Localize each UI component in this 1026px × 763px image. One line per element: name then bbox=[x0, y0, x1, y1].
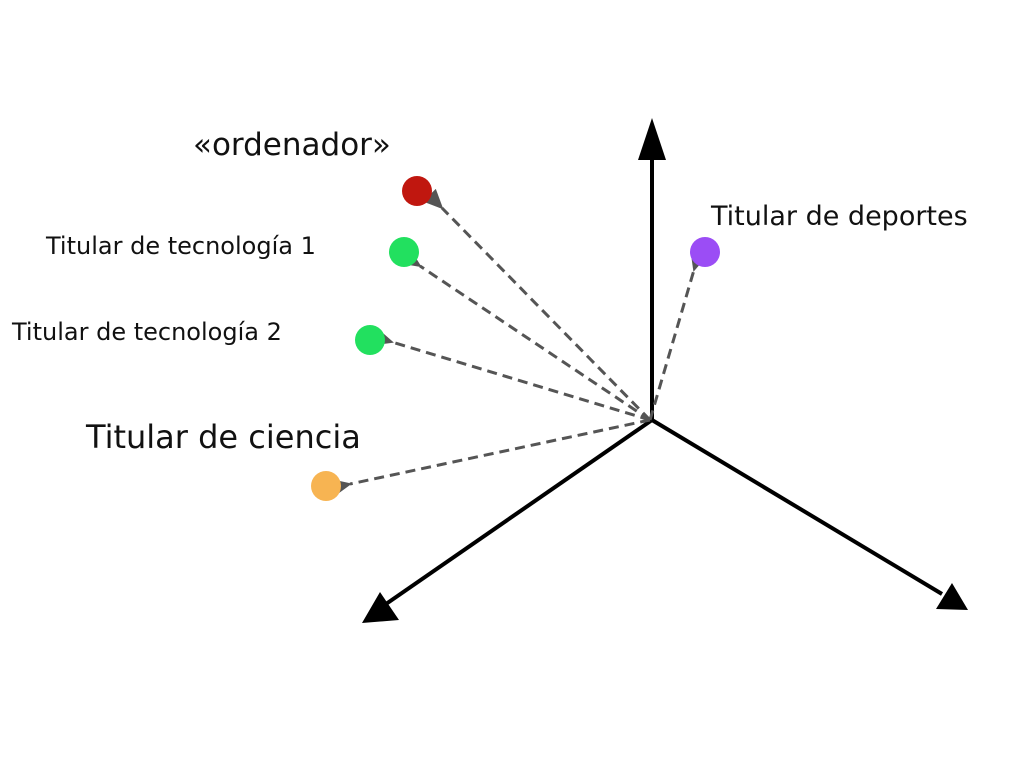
label-deportes: Titular de deportes bbox=[710, 201, 968, 232]
axis-right-arrowhead bbox=[936, 583, 968, 610]
vector-tech2 bbox=[372, 328, 651, 422]
axis-left-arrowhead bbox=[362, 592, 399, 623]
vector-ciencia bbox=[330, 418, 651, 497]
label-ordenador: «ordenador» bbox=[193, 127, 391, 163]
axes bbox=[362, 118, 968, 623]
label-ciencia: Titular de ciencia bbox=[85, 418, 361, 456]
point-ordenador bbox=[402, 176, 432, 206]
vector-ordenador bbox=[422, 188, 652, 422]
points bbox=[311, 176, 720, 501]
vector-deportes bbox=[648, 250, 708, 421]
axis-vertical-arrowhead bbox=[638, 118, 666, 160]
axis-left bbox=[384, 418, 654, 606]
axis-right bbox=[650, 418, 944, 596]
label-tech1: Titular de tecnología 1 bbox=[45, 232, 316, 260]
label-tech2: Titular de tecnología 2 bbox=[11, 318, 282, 346]
point-tech1 bbox=[389, 237, 419, 267]
point-ciencia bbox=[311, 471, 341, 501]
labels: «ordenador» Titular de tecnología 1 Titu… bbox=[11, 127, 968, 456]
point-tech2 bbox=[355, 325, 385, 355]
vectors bbox=[330, 188, 708, 497]
vector-tech1 bbox=[400, 248, 651, 422]
point-deportes bbox=[690, 237, 720, 267]
